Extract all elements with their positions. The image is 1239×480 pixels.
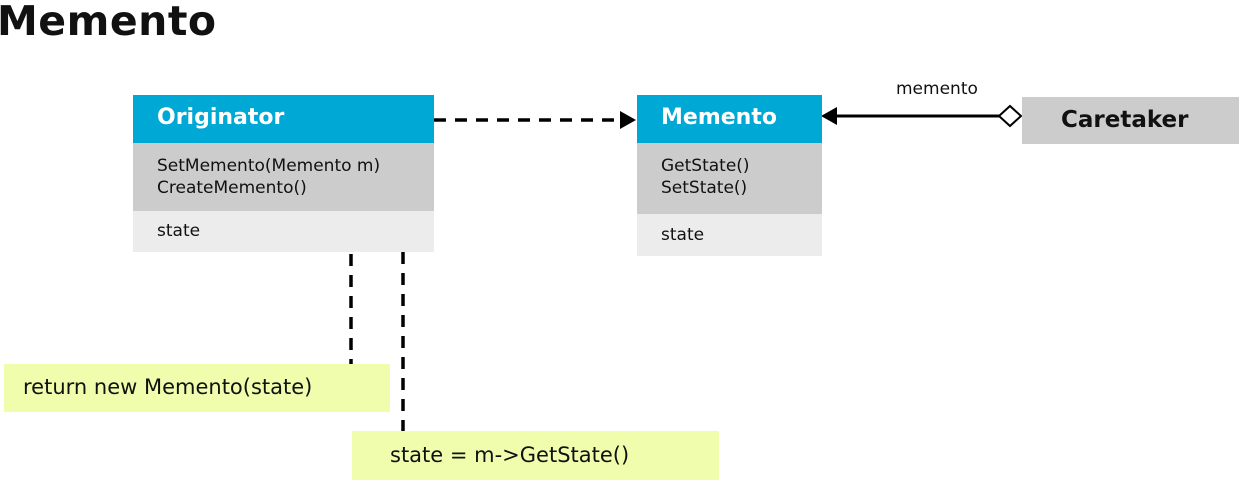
page-title: Memento	[0, 0, 217, 45]
memento-attr-state: state	[661, 225, 705, 245]
set-memento-note: state = m->GetState()	[352, 431, 719, 480]
memento-op-get-state: GetState()	[661, 156, 750, 176]
originator-attr-state: state	[157, 221, 201, 241]
memento-attributes: state	[637, 214, 822, 256]
memento-op-set-state: SetState()	[661, 178, 748, 198]
create-memento-note-text: return new Memento(state)	[23, 375, 313, 399]
caretaker-class: Caretaker	[1022, 97, 1239, 144]
set-memento-note-text: state = m->GetState()	[390, 443, 630, 467]
originator-op-create-memento: CreateMemento()	[157, 178, 307, 198]
association-label: memento	[896, 79, 978, 99]
dependency-arrowhead	[620, 111, 636, 129]
originator-name: Originator	[157, 105, 285, 130]
originator-class: Originator SetMemento(Memento m) CreateM…	[133, 95, 434, 252]
memento-header: Memento	[637, 95, 822, 143]
originator-operations: SetMemento(Memento m) CreateMemento()	[133, 143, 434, 211]
originator-header: Originator	[133, 95, 434, 143]
originator-op-set-memento: SetMemento(Memento m)	[157, 156, 381, 176]
originator-attributes: state	[133, 211, 434, 252]
aggregation-arrowhead	[821, 107, 837, 125]
aggregation-diamond	[997, 104, 1023, 128]
create-memento-note: return new Memento(state)	[4, 364, 390, 412]
memento-class: Memento GetState() SetState() state	[637, 95, 822, 256]
memento-operations: GetState() SetState()	[637, 143, 822, 214]
memento-name: Memento	[661, 105, 777, 130]
